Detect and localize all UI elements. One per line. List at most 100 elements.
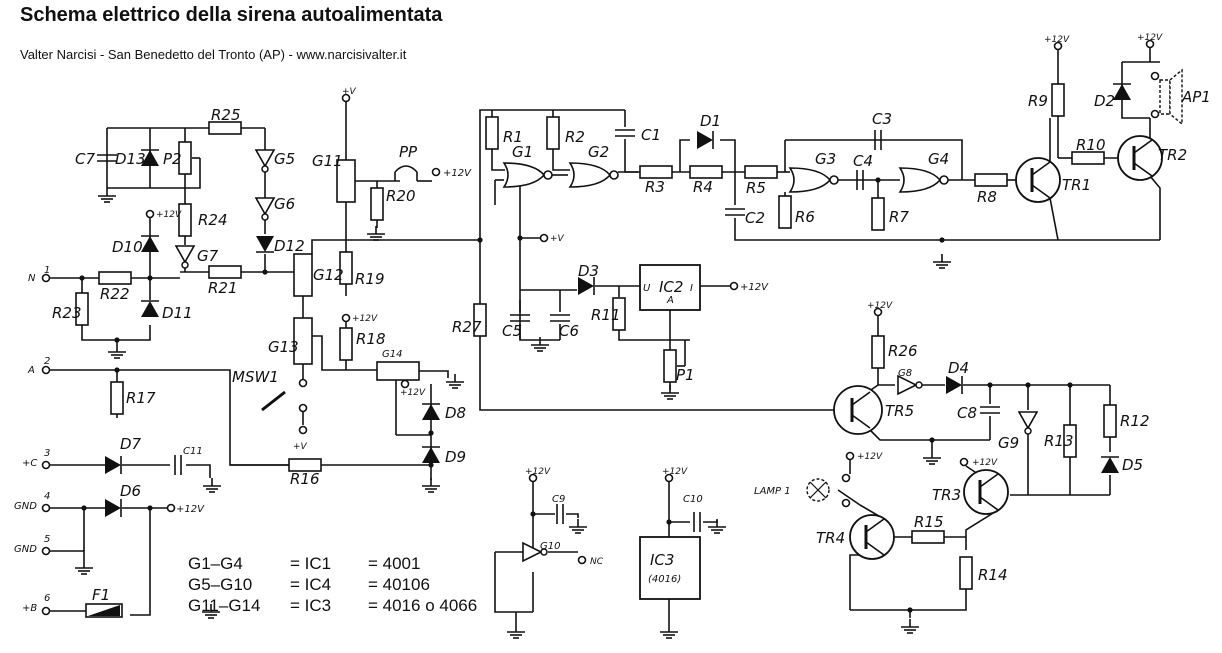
label-d2: D2 (1094, 92, 1115, 110)
label-u: U (643, 283, 651, 294)
terminal-circle (1150, 71, 1160, 81)
label-r17: R17 (126, 389, 156, 407)
terminal-label: GND (14, 501, 37, 512)
legend-gates-1: G1–G4 (188, 554, 243, 573)
terminal-circle (41, 606, 51, 616)
ic2-box (639, 264, 701, 311)
diode-d3 (578, 277, 595, 295)
transistor-tr1 (1015, 157, 1061, 203)
terminal-circle (1145, 39, 1155, 49)
label-g6: G6 (274, 195, 295, 213)
wire (312, 335, 378, 371)
wire (703, 520, 718, 523)
legend-gates-2: G5–G10 (188, 575, 252, 594)
label-c11: C11 (183, 446, 203, 457)
label-p2: P2 (163, 150, 182, 168)
inverter-g9 (1017, 411, 1039, 435)
junction-dot (477, 237, 483, 243)
ground-symbol (708, 519, 726, 534)
label-ic2: IC2 (659, 278, 683, 296)
label-r4: R4 (693, 178, 713, 196)
junction-dot (530, 511, 536, 517)
wire (1049, 197, 1059, 241)
label-g4: G4 (928, 150, 949, 168)
terminal-label: A (27, 365, 35, 376)
label-d10: D10 (112, 238, 143, 256)
label-tr5: TR5 (885, 402, 914, 420)
wire (1149, 175, 1161, 240)
label-r22: R22 (100, 285, 130, 303)
resistor-r21 (208, 265, 242, 279)
resistor-r15 (911, 530, 945, 544)
resistor-r26 (871, 335, 885, 369)
supply-12v-label: +12V (867, 301, 893, 311)
ground-symbol (202, 604, 220, 619)
inverter-g5 (254, 149, 276, 173)
terminal-circle (341, 313, 351, 323)
resistor-r13 (1063, 424, 1077, 458)
terminal-circle (166, 503, 176, 513)
nc-label: NC (590, 557, 604, 567)
diode-body (946, 376, 962, 394)
resistor-r3 (639, 165, 673, 179)
diode-body (141, 236, 159, 252)
resistor-r12 (1103, 404, 1117, 438)
capacitor-c1 (615, 129, 635, 137)
label-tr4: TR4 (816, 529, 845, 547)
inverter-bubble (915, 381, 923, 389)
inverter-g7 (174, 245, 196, 269)
nor-gate-g2 (568, 162, 619, 188)
fuse-f1-mark (88, 605, 120, 616)
inverter-bubble (181, 261, 189, 269)
diode-body (256, 236, 274, 252)
resistor-r9 (1051, 83, 1065, 117)
label-c5: C5 (502, 322, 522, 340)
wire (552, 149, 570, 171)
nor-bubble (829, 175, 839, 185)
terminal-circle (577, 555, 587, 565)
junction-dot (79, 275, 85, 281)
switch-g14 (376, 361, 420, 381)
label-tr1: TR1 (1062, 176, 1091, 194)
inverter-bubble (540, 548, 548, 556)
ic3-box (639, 536, 701, 600)
terminal-circle (298, 425, 308, 435)
terminal-label: +B (22, 603, 37, 614)
capacitor-c8 (980, 406, 1000, 414)
inverter-g10 (522, 541, 548, 563)
legend-type-3: = 4016 o 4066 (368, 596, 477, 615)
diode-d2 (1113, 83, 1131, 100)
capacitor-c11 (174, 455, 182, 475)
junction-dot (114, 367, 120, 373)
label-d6: D6 (120, 482, 141, 500)
junction-dot (147, 505, 153, 511)
diode-body (578, 277, 594, 295)
terminal-circle (298, 378, 308, 388)
label-r9: R9 (1028, 92, 1048, 110)
wire (618, 330, 690, 341)
transistor-emitter (851, 414, 871, 429)
speaker-ap1-cone (1169, 68, 1183, 126)
diode-d10 (141, 235, 159, 252)
label-c4: C4 (853, 152, 873, 170)
wire (624, 139, 638, 173)
speaker-ap1 (1159, 79, 1171, 115)
supply-12v-label: +12V (443, 168, 472, 179)
ground-symbol (507, 624, 525, 639)
supply-12v-label: +12V (740, 282, 769, 293)
legend-ic-2: = IC4 (290, 575, 331, 594)
terminal-number: 4 (44, 491, 50, 502)
legend-ic-3: = IC3 (290, 596, 331, 615)
wire (850, 589, 967, 611)
wire (494, 552, 533, 613)
diode-body (105, 456, 121, 474)
label-c2: C2 (745, 209, 765, 227)
label-f1: F1 (92, 586, 110, 604)
inverter-g8 (897, 374, 923, 396)
nor-gate-g4 (898, 167, 949, 193)
components (75, 68, 1183, 639)
label-d13: D13 (115, 150, 146, 168)
terminal-circle (41, 460, 51, 470)
wire (419, 370, 449, 378)
diode-body (422, 404, 440, 420)
